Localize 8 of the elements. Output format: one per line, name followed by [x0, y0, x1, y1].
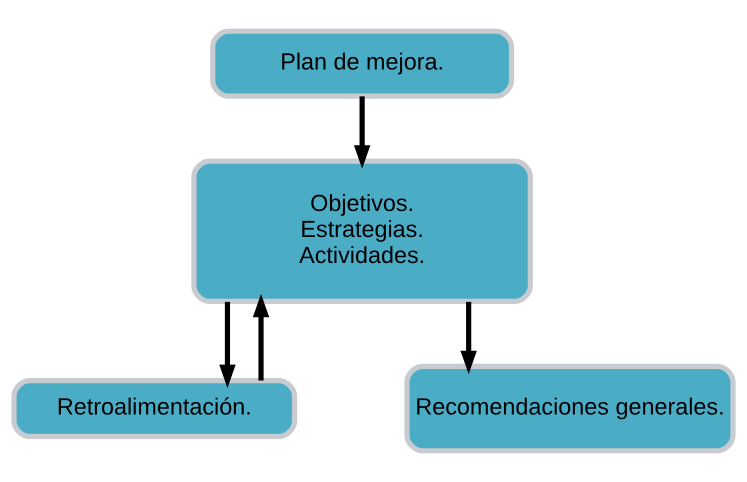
arrow — [219, 302, 236, 388]
node-box: Recomendaciones generales. — [404, 364, 736, 454]
node-box: Objetivos. Estrategias. Actividades. — [191, 158, 533, 304]
node-box: Plan de mejora. — [210, 28, 514, 99]
arrow — [354, 96, 370, 169]
node-box: Retroalimentación. — [11, 378, 298, 440]
arrow — [252, 294, 270, 380]
arrow — [460, 302, 477, 374]
